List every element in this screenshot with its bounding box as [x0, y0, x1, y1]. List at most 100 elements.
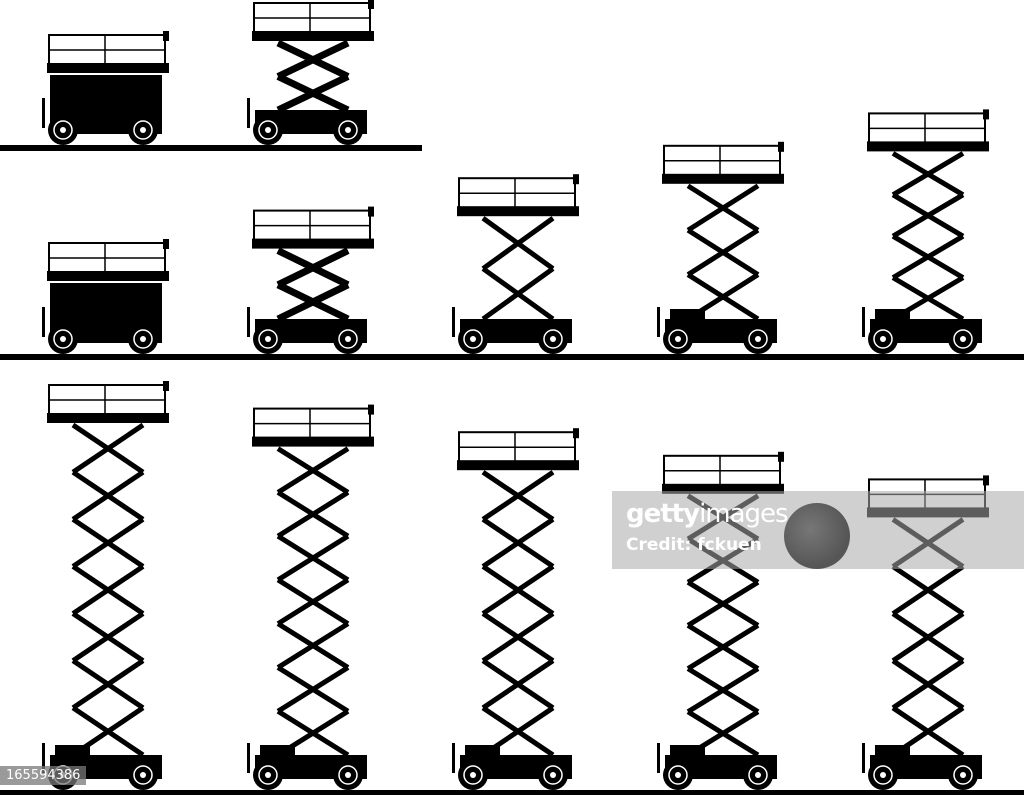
control-panel [983, 109, 989, 120]
rear-bar [42, 743, 45, 773]
wheel-rim [338, 120, 358, 140]
wheel-rim [258, 765, 278, 785]
wheel-rim [133, 329, 153, 349]
wheel-rim [338, 329, 358, 349]
play-circle-icon [784, 503, 850, 569]
wheel-rim [748, 765, 768, 785]
scissor-arms [686, 183, 760, 322]
platform-deck [252, 238, 374, 249]
control-panel [778, 141, 784, 152]
scissor-arms [481, 216, 555, 322]
control-panel [983, 475, 989, 486]
wheel-hub [470, 772, 476, 778]
scissor-lift [247, 404, 374, 790]
platform-deck [662, 483, 784, 494]
rear-bar [862, 743, 865, 773]
scissor-arms [276, 446, 350, 758]
watermark-logo: gettyimages [626, 499, 789, 529]
wheel-hub [140, 772, 146, 778]
rear-bar [42, 307, 45, 337]
scissor-lift [247, 206, 374, 354]
watermark: gettyimages Credit: fckuen [612, 491, 1024, 569]
wheel-rim [873, 329, 893, 349]
wheel-hub [345, 772, 351, 778]
wheel-rim [258, 120, 278, 140]
control-panel [778, 451, 784, 462]
wheel-rim [953, 765, 973, 785]
wheel-hub [60, 336, 66, 342]
scissor-arms [276, 39, 350, 114]
scissor-lift [247, 0, 374, 145]
wheel-hub [345, 336, 351, 342]
control-panel [368, 0, 374, 9]
wheel-hub [960, 772, 966, 778]
wheel-rim [338, 765, 358, 785]
platform-deck [867, 141, 989, 152]
scissor-arms [71, 422, 145, 758]
wheel-hub [960, 336, 966, 342]
folded-scissor [50, 75, 162, 110]
wheel-hub [140, 127, 146, 133]
rear-bar [452, 743, 455, 773]
wheel-rim [463, 329, 483, 349]
wheel-rim [873, 765, 893, 785]
control-panel [163, 31, 169, 41]
scissor-lift [657, 141, 784, 354]
platform-deck [662, 173, 784, 184]
wheel-rim [543, 329, 563, 349]
wheel-rim [133, 120, 153, 140]
wheel-hub [345, 127, 351, 133]
scissor-arms [276, 247, 350, 323]
ground-line [0, 354, 1024, 360]
rear-bar [862, 307, 865, 337]
scissor-arms [891, 151, 965, 322]
rear-bar [657, 743, 660, 773]
wheel-hub [550, 336, 556, 342]
wheel-rim [543, 765, 563, 785]
scissor-lift [452, 174, 579, 354]
control-panel [368, 206, 374, 217]
control-panel [368, 404, 374, 415]
rear-bar [247, 743, 250, 773]
wheel-hub [675, 772, 681, 778]
wheel-hub [60, 127, 66, 133]
scissor-lift [42, 239, 169, 354]
control-panel [163, 381, 169, 391]
scissor-lift [862, 109, 989, 354]
platform-deck [252, 436, 374, 447]
rear-bar [247, 307, 250, 337]
scissor-arms [481, 470, 555, 758]
wheel-hub [755, 772, 761, 778]
wheel-rim [133, 765, 153, 785]
wheel-rim [258, 329, 278, 349]
rear-bar [42, 98, 45, 128]
image-id: 165594386 [0, 766, 87, 785]
wheel-rim [668, 765, 688, 785]
watermark-credit: Credit: fckuen [626, 535, 762, 555]
wheel-hub [880, 336, 886, 342]
ground-line [0, 145, 422, 151]
control-panel [573, 428, 579, 439]
folded-scissor [50, 283, 162, 319]
wheel-hub [550, 772, 556, 778]
scissor-lift [657, 451, 784, 790]
platform-deck [457, 206, 579, 217]
brand-bold: getty [626, 499, 700, 529]
control-panel [573, 174, 579, 185]
ground-line [0, 790, 1024, 795]
rear-bar [452, 307, 455, 337]
platform-deck [457, 460, 579, 471]
wheel-hub [755, 336, 761, 342]
wheel-hub [470, 336, 476, 342]
wheel-hub [265, 336, 271, 342]
platform-deck [47, 413, 169, 423]
wheel-rim [668, 329, 688, 349]
wheel-rim [748, 329, 768, 349]
wheel-hub [265, 772, 271, 778]
scissor-lift [452, 428, 579, 790]
platform-deck [47, 271, 169, 281]
platform-deck [252, 31, 374, 41]
wheel-hub [675, 336, 681, 342]
